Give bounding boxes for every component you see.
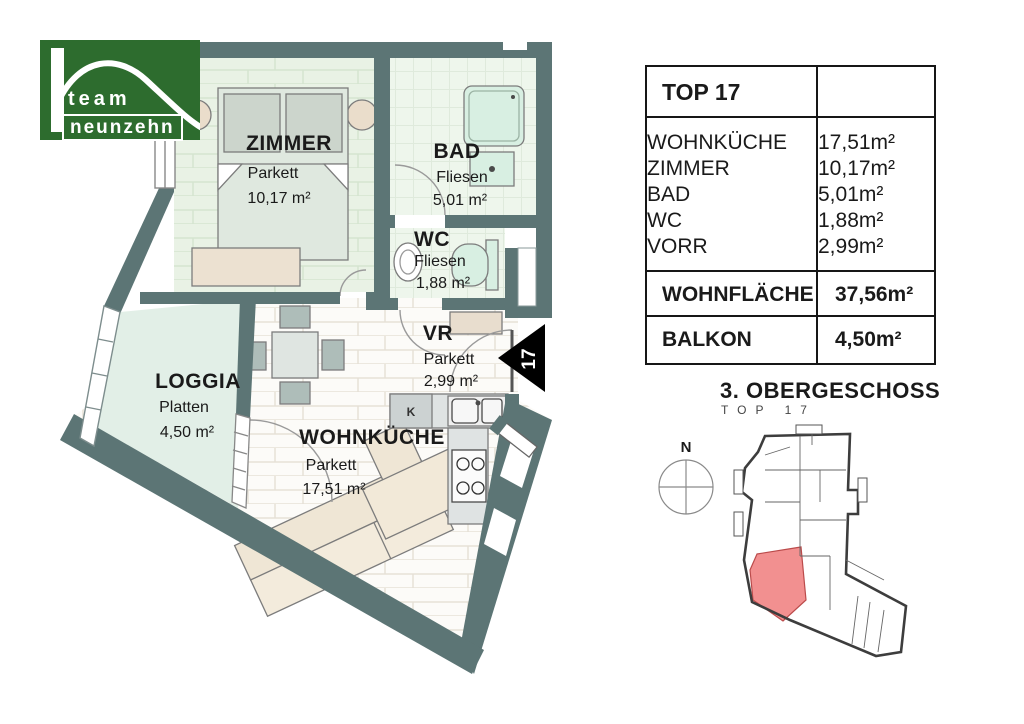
compass-north-label: N <box>681 439 692 456</box>
shower <box>463 85 525 147</box>
team-neunzehn-logo: team neunzehn <box>40 40 200 141</box>
wohnkueche-label: WOHNKÜCHE <box>299 426 445 449</box>
row-label: VORR <box>647 235 708 258</box>
kitchen-block-label: K <box>407 405 416 419</box>
logo-chimney-bar <box>51 48 64 132</box>
wall-openings <box>79 42 538 556</box>
row-value: 5,01m² <box>818 183 884 206</box>
wc-area: 1,88 m² <box>416 275 471 292</box>
loggia-floor: Platten <box>159 399 209 416</box>
row-value: 10,17m² <box>818 157 896 180</box>
balcony-value: 4,50m² <box>816 317 934 363</box>
zimmer-floor: Parkett <box>248 165 299 182</box>
overview-balconies <box>733 424 868 537</box>
overview-partitions <box>764 434 885 653</box>
wardrobe <box>449 311 503 335</box>
row-label: WC <box>647 209 682 232</box>
loggia-parapet <box>79 305 121 448</box>
logo-word-neunzehn: neunzehn <box>62 114 183 141</box>
vr-label: VR <box>423 322 453 345</box>
highlighted-unit <box>749 546 807 622</box>
wc-floor: Fliesen <box>414 253 466 270</box>
wc-label: WC <box>414 228 450 251</box>
zimmer-label: ZIMMER <box>246 132 332 155</box>
row-label: WOHNKÜCHE <box>647 131 787 154</box>
room-values-column: 17,51m² 10,17m² 5,01m² 1,88m² 2,99m² <box>816 118 934 272</box>
table-balcony-row: BALKON 4,50m² <box>647 317 934 363</box>
dining-table-set <box>247 305 345 405</box>
table-room-rows: WOHNKÜCHE ZIMMER BAD WC VORR 17,51m² 10,… <box>647 118 934 272</box>
vr-floor: Parkett <box>424 351 475 368</box>
furniture <box>180 85 525 618</box>
bad-floor: Fliesen <box>436 169 488 186</box>
row-label: BAD <box>647 183 691 206</box>
bed <box>217 87 349 261</box>
toilet <box>451 239 499 291</box>
bad-area: 5,01 m² <box>433 192 488 209</box>
unit-17-label: 17 <box>519 348 540 369</box>
logo-word-team: team <box>68 88 131 110</box>
logo-wave-curve <box>55 60 200 131</box>
balcony-label: BALKON <box>662 328 752 351</box>
room-labels: ZIMMER Parkett 10,17 m² BAD Fliesen 5,01… <box>155 132 488 498</box>
zimmer-area: 10,17 m² <box>247 190 311 207</box>
floor-title: 3. OBERGESCHOSS <box>720 378 941 403</box>
table-header-row: TOP 17 <box>647 67 934 118</box>
wohnkueche-floor: Parkett <box>306 457 357 474</box>
table-header-empty-cell <box>816 67 934 118</box>
sideboard <box>191 247 301 287</box>
kitchen-counter <box>389 393 509 525</box>
area-summary-table: TOP 17 WOHNKÜCHE ZIMMER BAD WC VORR 17,5… <box>645 65 936 365</box>
vr-area: 2,99 m² <box>424 373 479 390</box>
wc-basin <box>393 242 423 282</box>
row-label: ZIMMER <box>647 157 730 180</box>
table-total-row: WOHNFLÄCHE 37,56m² <box>647 272 934 317</box>
entry-side-door <box>489 415 538 458</box>
loggia-label: LOGGIA <box>155 370 241 393</box>
window-left <box>154 139 176 189</box>
loggia-glass-door <box>231 413 251 509</box>
total-label: WOHNFLÄCHE <box>647 272 816 317</box>
wohnkueche-area: 17,51 m² <box>302 481 366 498</box>
total-value: 37,56m² <box>816 272 934 317</box>
unit-17-marker: 17 <box>498 324 545 392</box>
bad-label: BAD <box>434 140 481 163</box>
room-labels-column: WOHNKÜCHE ZIMMER BAD WC VORR <box>647 118 816 272</box>
nightstand-right <box>346 99 378 131</box>
floor-subtitle: TOP 17 <box>721 403 816 417</box>
compass: N <box>658 439 714 515</box>
row-value: 17,51m² <box>818 131 896 154</box>
row-value: 2,99m² <box>818 235 884 258</box>
overview-miniplan <box>733 424 908 658</box>
loggia-area: 4,50 m² <box>160 424 215 441</box>
row-value: 1,88m² <box>818 209 884 232</box>
table-header-title: TOP 17 <box>647 67 816 118</box>
